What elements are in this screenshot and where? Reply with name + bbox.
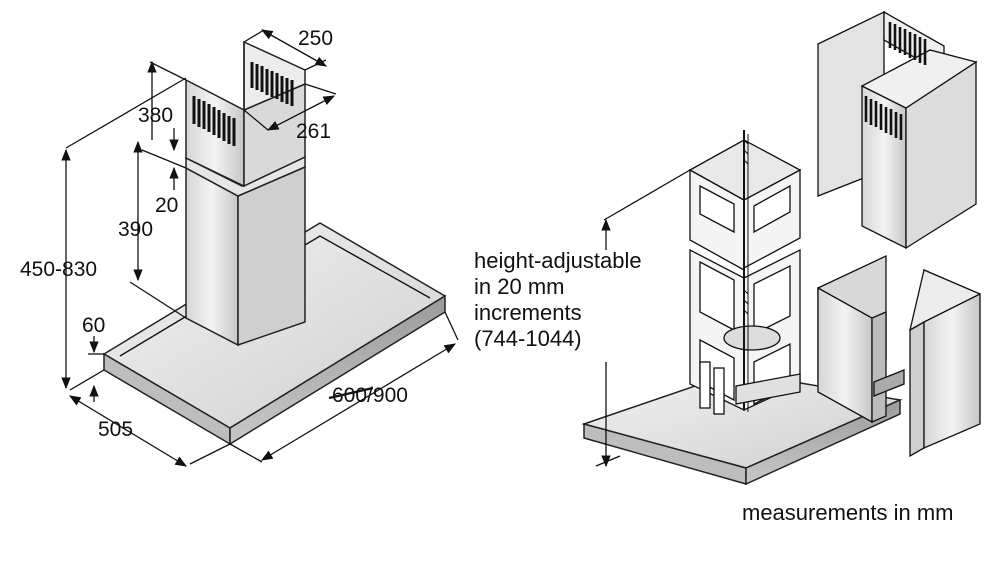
dim-label-450-830: 450-830 xyxy=(20,258,97,281)
dim-label-600-900: 600/900 xyxy=(332,384,408,407)
dim-label-20: 20 xyxy=(155,194,178,217)
width-value: 900 xyxy=(373,384,408,407)
hood-assembly-left: 250 261 380 20 390 450-830 60 505 xyxy=(20,27,459,467)
upper-chimney-panels xyxy=(817,10,978,250)
dim-label-380: 380 xyxy=(138,104,173,127)
vent-slots-front xyxy=(192,96,236,146)
note-height-adjustable: height-adjustable xyxy=(474,248,642,273)
units-caption: measurements in mm xyxy=(742,500,954,525)
lower-chimney-side xyxy=(237,165,306,347)
dim-label-390: 390 xyxy=(118,218,153,241)
dim-label-505: 505 xyxy=(98,418,133,441)
hood-assembly-exploded: height-adjustable in 20 mm increments (7… xyxy=(474,10,982,525)
note-increments-line2: in 20 mm xyxy=(474,274,564,299)
lower-chimney-front xyxy=(185,166,239,347)
support-frame xyxy=(688,130,802,415)
vent-slots-top xyxy=(250,62,294,106)
dim-label-60: 60 xyxy=(82,314,105,337)
note-increments-line3: increments xyxy=(474,300,582,325)
dim-label-261: 261 xyxy=(296,120,331,143)
note-range: (744-1044) xyxy=(474,326,582,351)
width-struck-value: 600 xyxy=(332,384,367,407)
lower-chimney-panels xyxy=(817,254,982,458)
dim-label-250: 250 xyxy=(298,27,333,50)
